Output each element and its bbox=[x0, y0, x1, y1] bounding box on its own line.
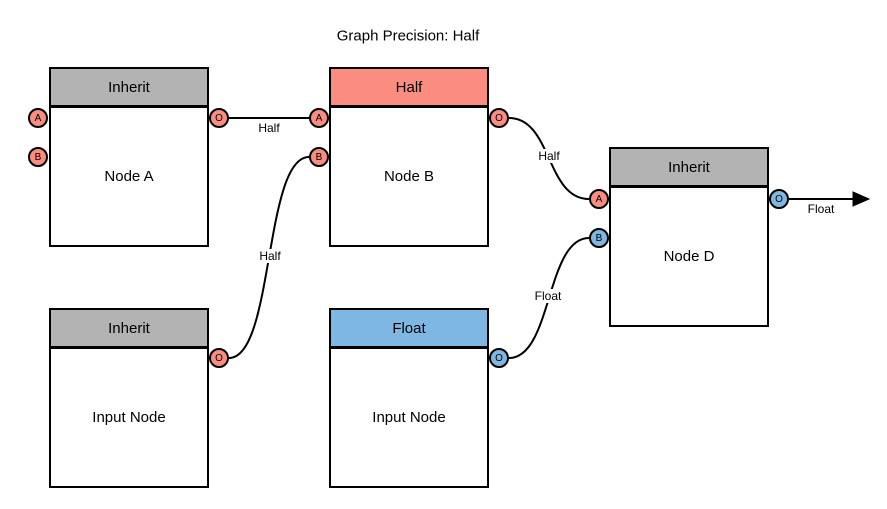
input-node-float-header: Float bbox=[331, 310, 487, 349]
node-a-port-b[interactable]: B bbox=[28, 147, 48, 167]
input-node-left-header: Inherit bbox=[51, 310, 207, 349]
edge-label-nodea-nodeb: Half bbox=[257, 121, 281, 135]
node-a[interactable]: Inherit Node A bbox=[49, 67, 209, 247]
edge-label-nodeb-noded: Half bbox=[537, 149, 561, 163]
input-node-float[interactable]: Float Input Node bbox=[329, 308, 489, 488]
input-node-left[interactable]: Inherit Input Node bbox=[49, 308, 209, 488]
node-d-port-b[interactable]: B bbox=[589, 228, 609, 248]
edge-label-inputfloat-noded: Float bbox=[533, 289, 563, 303]
node-a-header: Inherit bbox=[51, 69, 207, 108]
node-b-label: Node B bbox=[331, 108, 487, 245]
edge-label-output: Float bbox=[806, 202, 836, 216]
node-a-label: Node A bbox=[51, 108, 207, 245]
node-b-port-o[interactable]: O bbox=[489, 108, 509, 128]
node-d-port-a[interactable]: A bbox=[589, 189, 609, 209]
node-b-header: Half bbox=[331, 69, 487, 108]
node-d-label: Node D bbox=[611, 188, 767, 325]
input-node-float-label: Input Node bbox=[331, 349, 487, 486]
node-b-port-b[interactable]: B bbox=[309, 147, 329, 167]
node-a-port-o[interactable]: O bbox=[209, 108, 229, 128]
node-b[interactable]: Half Node B bbox=[329, 67, 489, 247]
input-node-left-port-o[interactable]: O bbox=[209, 348, 229, 368]
node-d-header: Inherit bbox=[611, 149, 767, 188]
output-arrowhead-icon bbox=[852, 191, 871, 207]
input-node-left-label: Input Node bbox=[51, 349, 207, 486]
node-a-port-a[interactable]: A bbox=[28, 108, 48, 128]
node-d[interactable]: Inherit Node D bbox=[609, 147, 769, 327]
input-node-float-port-o[interactable]: O bbox=[489, 348, 509, 368]
graph-precision-title: Graph Precision: Half bbox=[336, 27, 480, 45]
edge-label-inputleft-nodeb: Half bbox=[258, 249, 282, 263]
node-b-port-a[interactable]: A bbox=[309, 108, 329, 128]
node-d-port-o[interactable]: O bbox=[769, 189, 789, 209]
